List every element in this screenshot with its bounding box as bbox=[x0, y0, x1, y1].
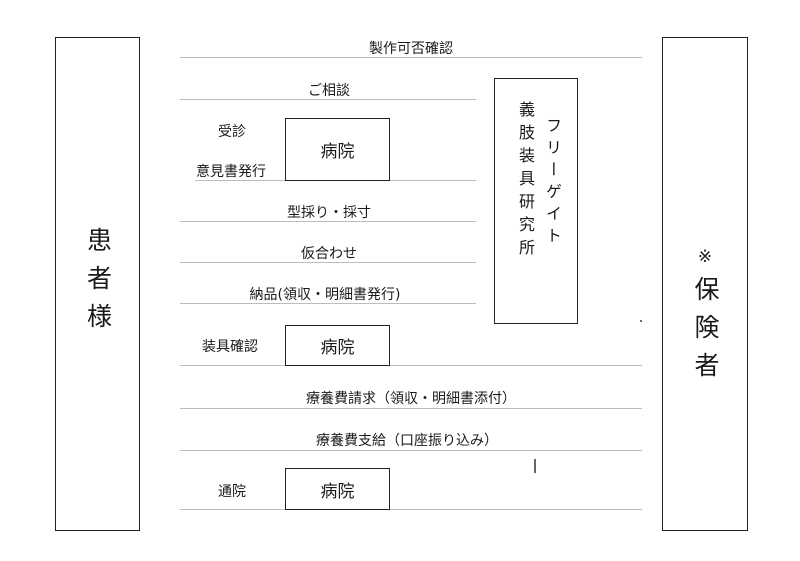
delivery-line bbox=[180, 303, 476, 304]
maker-name-line2: 義肢装具研究所 bbox=[516, 101, 535, 262]
scan-speck bbox=[640, 320, 642, 322]
device-check-line bbox=[180, 365, 642, 366]
patient-box: 患者様 bbox=[55, 37, 140, 531]
production-check-line bbox=[180, 57, 642, 58]
delivery-label: 納品(領収・明細書発行) bbox=[249, 287, 401, 303]
maker-name-line1: フリーゲイト bbox=[543, 117, 562, 249]
device-check-label: 装具確認 bbox=[202, 339, 258, 355]
fitting-line bbox=[180, 262, 476, 263]
opinion-label: 意見書発行 bbox=[196, 164, 266, 180]
patient-label: 患者様 bbox=[83, 227, 113, 341]
insurer-mark: ※ bbox=[697, 247, 713, 267]
hospital-box-3: 病院 bbox=[285, 468, 390, 510]
maker-box: フリーゲイト 義肢装具研究所 bbox=[494, 78, 578, 324]
fitting-label: 仮合わせ bbox=[301, 246, 357, 262]
scan-speck bbox=[534, 459, 536, 473]
payment-label: 療養費支給（口座振り込み） bbox=[316, 433, 498, 449]
hospital-box-1: 病院 bbox=[285, 118, 390, 181]
payment-line bbox=[180, 450, 642, 451]
outpatient-line bbox=[180, 509, 642, 510]
hospital-box-2: 病院 bbox=[285, 325, 390, 366]
claim-line bbox=[180, 408, 642, 409]
visit-label: 受診 bbox=[218, 124, 246, 140]
claim-label: 療養費請求（領収・明細書添付） bbox=[306, 391, 516, 407]
production-check-label: 製作可否確認 bbox=[369, 41, 453, 57]
consultation-line bbox=[180, 99, 476, 100]
insurer-label: 保険者 bbox=[691, 276, 720, 390]
outpatient-label: 通院 bbox=[218, 484, 246, 500]
insurer-box: ※ 保険者 bbox=[662, 37, 748, 531]
molding-label: 型採り・採寸 bbox=[287, 205, 371, 221]
molding-line bbox=[180, 221, 476, 222]
consultation-label: ご相談 bbox=[308, 83, 350, 99]
